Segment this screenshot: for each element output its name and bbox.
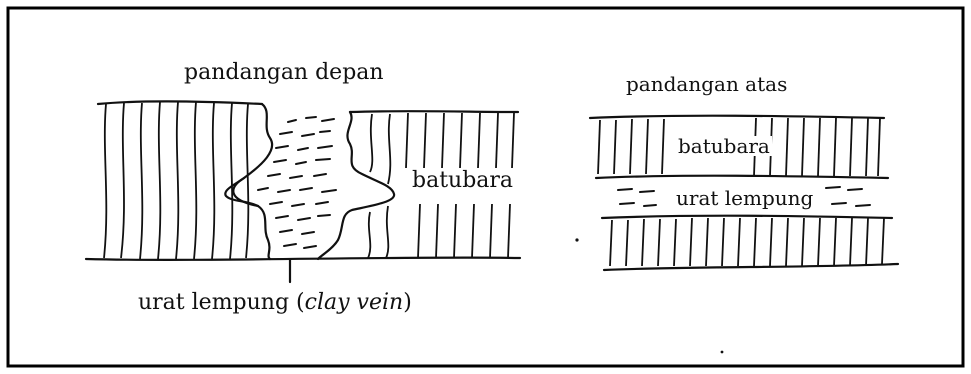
top-coal-label: batubara [676,136,772,156]
front-vein-label-italic: clay vein [305,290,404,315]
front-right-top-edge [350,111,518,112]
front-coal-label: batubara [410,170,515,192]
front-left-top-edge [98,101,262,104]
front-right-boundary [318,112,394,259]
top-upper-top-edge [590,116,884,118]
top-vein-label: urat lempung [674,188,815,208]
top-view-title: pandangan atas [626,74,787,94]
front-left-coal-lines [104,102,248,259]
top-lower-bottom-edge [604,264,898,270]
front-clay-bulge [225,178,258,206]
front-vein-label-main: urat lempung ( [138,290,305,315]
top-lower-top-edge [602,216,892,218]
top-lower-coal-lines [610,218,884,266]
speck [575,238,578,241]
speck [721,351,724,354]
top-upper-bottom-edge [596,176,888,178]
front-view-title: pandangan depan [184,62,384,84]
front-vein-label-close: ) [403,290,412,315]
front-vein-label: urat lempung (clay vein) [138,292,412,314]
